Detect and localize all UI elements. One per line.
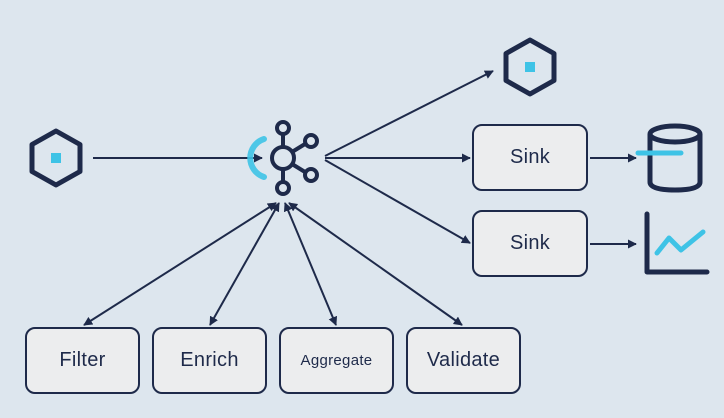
sink-node-2[interactable]: Sink	[472, 210, 588, 277]
processor-label: Enrich	[180, 349, 239, 371]
arrow-broker-aggregate	[283, 202, 338, 326]
arrow-broker-enrich	[209, 202, 280, 326]
processor-filter[interactable]: Filter	[25, 327, 140, 394]
sink-node-1[interactable]: Sink	[472, 124, 588, 191]
kafka-broker-icon	[247, 120, 319, 196]
processor-label: Validate	[426, 349, 501, 371]
output-hexagon-icon	[503, 37, 557, 97]
processor-validate[interactable]: Validate	[406, 327, 521, 394]
arrow-broker-validate	[288, 202, 463, 326]
processor-enrich[interactable]: Enrich	[152, 327, 267, 394]
hexagon-icon	[29, 128, 83, 188]
processor-aggregate[interactable]: Aggregate	[279, 327, 394, 394]
sink-label: Sink	[509, 146, 551, 168]
arrow-broker-to-hexagon	[324, 70, 494, 157]
line-chart-icon	[644, 211, 710, 275]
arrow-broker-filter	[83, 202, 277, 326]
database-icon	[635, 123, 703, 193]
processor-label: Filter	[59, 349, 106, 371]
arrow-broker-to-sink-2	[324, 159, 471, 244]
processor-label: Aggregate	[300, 352, 373, 369]
sink-label: Sink	[509, 232, 551, 254]
